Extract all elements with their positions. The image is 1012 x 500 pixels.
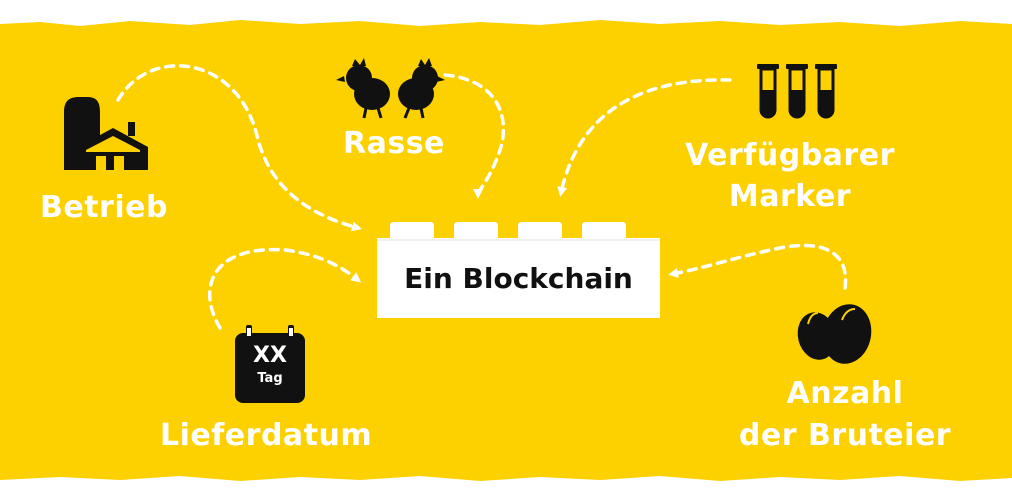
bruteier-label-line2: der Bruteier	[738, 418, 952, 453]
rasse-label: Rasse	[343, 126, 445, 161]
arrow-bruteier	[668, 243, 848, 290]
calendar-icon	[235, 325, 305, 403]
blockchain-brick	[377, 222, 660, 318]
farm-barn-icon	[64, 96, 148, 170]
eggs-icon	[797, 304, 872, 364]
arrow-betrieb	[116, 64, 362, 232]
marker-label-line1: Verfügbarer	[685, 138, 895, 173]
arrow-lieferdatum	[208, 247, 362, 330]
betrieb-label: Betrieb	[40, 190, 168, 225]
blockchain-label: Ein Blockchain	[404, 261, 633, 295]
arrow-rasse	[443, 73, 506, 199]
chicks-icon	[336, 58, 445, 119]
test-tubes-icon	[757, 64, 837, 119]
marker-label-line2: Marker	[728, 179, 852, 214]
calendar-unit-text: Tag	[257, 371, 283, 386]
calendar-day-text: XX	[253, 343, 287, 368]
lieferdatum-label: Lieferdatum	[160, 418, 373, 453]
bruteier-label-line1: Anzahl	[786, 376, 904, 411]
arrow-marker	[557, 78, 732, 197]
